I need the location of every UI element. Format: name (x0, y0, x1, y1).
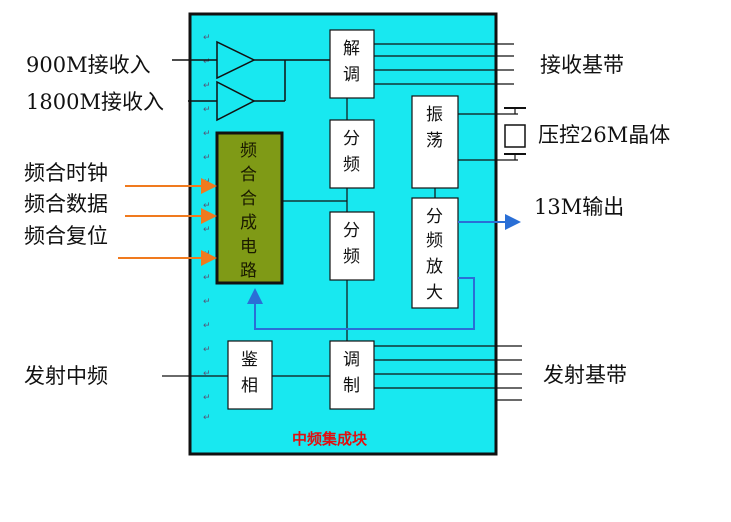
label-synth-clock: 频合时钟 (24, 161, 108, 185)
div1-char-2: 频 (343, 155, 360, 175)
svg-text:↵: ↵ (203, 81, 211, 91)
divider-2-block (329, 211, 375, 281)
mod-char-2: 制 (343, 376, 360, 396)
div2-char-2: 频 (343, 247, 360, 267)
label-13m-output: 13M输出 (534, 195, 624, 219)
synth-char-3: 合 (240, 189, 257, 209)
watermark-site: www.elecfans.com (605, 506, 689, 517)
synth-char-6: 路 (240, 261, 257, 281)
div1-char-1: 分 (343, 129, 360, 149)
crystal-icon (504, 124, 526, 148)
label-synth-data: 频合数据 (24, 192, 108, 216)
svg-text:↵: ↵ (203, 105, 211, 115)
svg-text:↵: ↵ (203, 321, 211, 331)
oscillator-block (411, 95, 459, 189)
synth-char-1: 频 (240, 141, 257, 161)
module-title: 中频集成块 (292, 430, 368, 448)
divamp-char-4: 大 (426, 283, 443, 303)
divamp-char-2: 频 (426, 231, 443, 251)
osc-char-1: 振 (426, 105, 443, 125)
phase-char-2: 相 (241, 376, 258, 396)
label-synth-reset: 频合复位 (24, 224, 108, 248)
watermark-name: 电子发烧友 (624, 480, 699, 498)
svg-text:↵: ↵ (203, 57, 211, 67)
svg-text:↵: ↵ (203, 413, 211, 423)
mod-char-1: 调 (343, 350, 360, 370)
synthesizer-block (215, 131, 284, 285)
label-vcxo: 压控26M晶体 (538, 123, 670, 147)
svg-text:↵: ↵ (203, 129, 211, 139)
phase-char-1: 鉴 (241, 350, 258, 370)
watermark-logo: 电子发烧友 www.elecfans.com (584, 470, 699, 517)
modulator-block (329, 340, 375, 410)
demod-char-2: 调 (343, 65, 360, 85)
feedback-loop (247, 277, 475, 330)
divider-amplifier-block (411, 197, 459, 309)
divider-1-block (329, 119, 375, 189)
divamp-char-3: 放 (426, 257, 443, 277)
phase-detector-block (227, 340, 273, 410)
synth-char-4: 成 (240, 213, 257, 233)
synth-char-5: 电 (240, 237, 257, 257)
demod-char-1: 解 (343, 39, 360, 59)
svg-text:↵: ↵ (203, 369, 211, 379)
label-rx1800: 1800M接收入 (26, 90, 164, 114)
osc-char-2: 荡 (426, 131, 443, 151)
svg-text:↵: ↵ (203, 273, 211, 283)
label-tx-if: 发射中频 (24, 364, 108, 388)
svg-text:↵: ↵ (203, 225, 211, 235)
svg-text:↵: ↵ (203, 201, 211, 211)
svg-text:↵: ↵ (203, 297, 211, 307)
label-rx-baseband: 接收基带 (540, 53, 624, 77)
svg-text:↵: ↵ (203, 393, 211, 403)
label-rx900: 900M接收入 (26, 53, 151, 77)
demodulator-block (329, 29, 375, 99)
divamp-char-1: 分 (426, 207, 443, 227)
svg-text:↵: ↵ (203, 153, 211, 163)
svg-text:↵: ↵ (203, 345, 211, 355)
label-tx-baseband: 发射基带 (543, 363, 627, 387)
svg-text:↵: ↵ (203, 33, 211, 43)
div2-char-1: 分 (343, 221, 360, 241)
synth-char-2: 合 (240, 165, 257, 185)
